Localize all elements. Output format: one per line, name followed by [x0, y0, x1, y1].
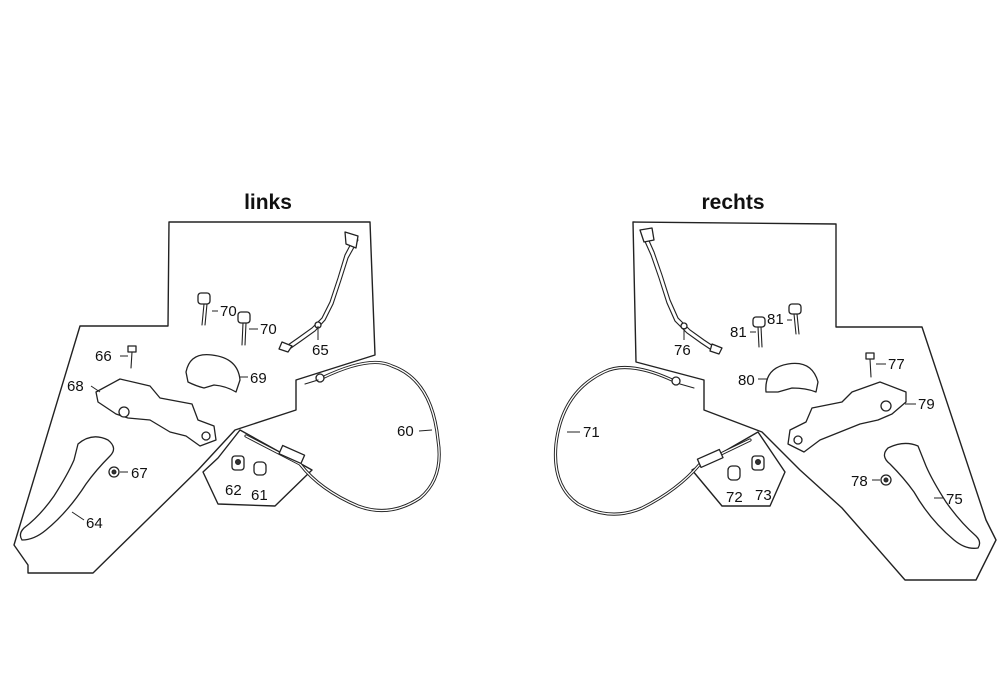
part-71-brake-cable [553, 365, 752, 516]
label-64: 64 [86, 515, 103, 532]
part-60-brake-cable [244, 360, 441, 513]
label-69: 69 [250, 370, 267, 387]
right-assembly: rechts [553, 191, 997, 581]
label-68: 68 [67, 378, 84, 395]
right-leaders [567, 319, 944, 499]
label-78: 78 [851, 473, 868, 490]
part-68-hole [201, 431, 211, 441]
part-61-adjuster [253, 461, 267, 476]
part-69-clamp [185, 353, 241, 393]
label-75: 75 [946, 491, 963, 508]
left-leaders [71, 310, 433, 521]
part-65-switch-cable [278, 231, 359, 353]
part-67-nut-core [111, 469, 117, 475]
title-left: links [244, 191, 292, 214]
part-76-switch-cable [639, 227, 723, 355]
label-65: 65 [312, 342, 329, 359]
part-73-fitting [751, 455, 765, 471]
part-77-screw [865, 352, 875, 378]
label-61: 61 [251, 487, 268, 504]
left-outline [13, 221, 376, 574]
right-outline [632, 221, 997, 581]
label-77: 77 [888, 356, 905, 373]
part-68-lever-bracket [95, 378, 217, 447]
part-81b-bolt [788, 303, 802, 335]
part-78-nut-core [883, 477, 889, 483]
part-79-pivot [880, 400, 892, 412]
part-80-clamp [765, 362, 819, 393]
label-79: 79 [918, 396, 935, 413]
right-subbox [691, 431, 786, 507]
part-72-adjuster [727, 465, 741, 481]
title-right: rechts [701, 191, 764, 214]
part-79-hole [793, 435, 803, 445]
part-70b-bolt [237, 311, 251, 346]
label-81a: 81 [730, 324, 747, 341]
part-62-fitting [231, 455, 245, 471]
part-70a-bolt [197, 292, 211, 326]
label-73: 73 [755, 487, 772, 504]
left-assembly: links [13, 191, 441, 574]
part-66-screw [127, 345, 137, 369]
label-81b: 81 [767, 311, 784, 328]
label-67: 67 [131, 465, 148, 482]
label-70b: 70 [260, 321, 277, 338]
part-68-pivot [118, 406, 130, 418]
part-64-lever [19, 436, 115, 541]
label-60: 60 [397, 423, 414, 440]
part-75-lever [883, 442, 981, 549]
label-71: 71 [583, 424, 600, 441]
part-81a-bolt [752, 316, 766, 348]
part-79-lever-bracket [787, 381, 907, 453]
label-76: 76 [674, 342, 691, 359]
left-subbox [202, 429, 313, 507]
label-66: 66 [95, 348, 112, 365]
label-72: 72 [726, 489, 743, 506]
label-62: 62 [225, 482, 242, 499]
label-70a: 70 [220, 303, 237, 320]
label-80: 80 [738, 372, 755, 389]
